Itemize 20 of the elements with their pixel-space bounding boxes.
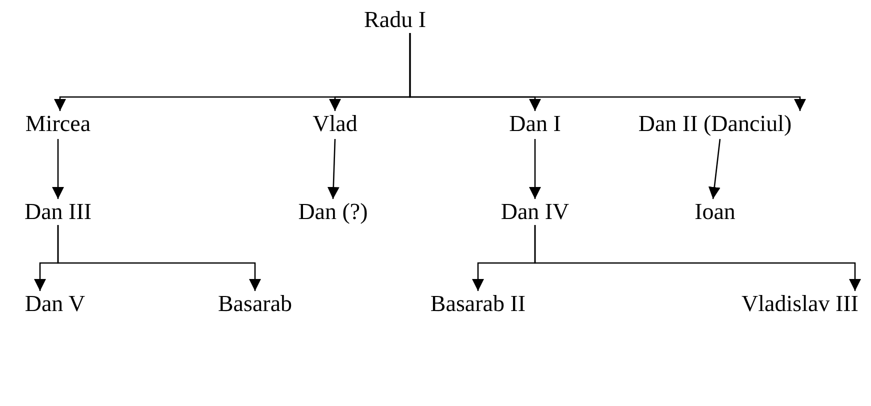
name-label: Dan I [509, 111, 561, 137]
name-label: Basarab II [430, 291, 526, 317]
name-label: Vlad [312, 111, 358, 137]
arrow [52, 139, 64, 199]
name-label: Ioan [694, 199, 736, 225]
arrow [409, 33, 806, 111]
name-label: Vladislav III [742, 291, 858, 317]
arrow [708, 138, 721, 200]
arrow [534, 225, 861, 291]
name-label: Dan III [24, 199, 92, 225]
arrow [57, 225, 261, 291]
arrow [327, 138, 340, 200]
name-label: Dan II (Danciul) [638, 111, 792, 137]
name-label: Dan IV [500, 199, 570, 225]
name-label: Radu I [364, 7, 426, 33]
arrow [529, 139, 541, 199]
name-label: Dan V [24, 291, 86, 317]
name-label: Dan (?) [298, 199, 368, 225]
name-label: Basarab [218, 291, 292, 317]
name-label: Mircea [25, 111, 91, 137]
